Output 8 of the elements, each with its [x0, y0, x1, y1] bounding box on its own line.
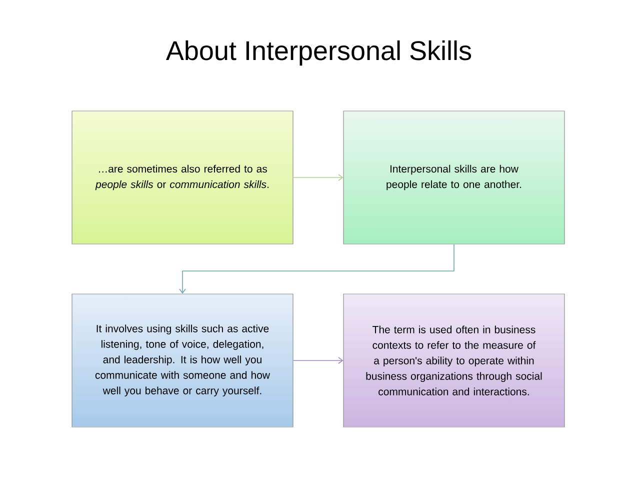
- text-box: The term is used often in business contexts to refer to the measure of a person's ability to operate within business organizations through social communication and interactions.: [343, 294, 565, 428]
- text-box: …are sometimes also referred to as people skills or communication skills.: [72, 110, 294, 244]
- title: About Interpersonal Skills: [166, 40, 472, 66]
- arrow: [292, 174, 344, 181]
- arrow: [179, 244, 454, 294]
- text-box: Interpersonal skills are how people relate to one another.: [343, 110, 565, 244]
- text-box: It involves using skills such as active listening, tone of voice, delegation, and leadership. It is how well you communicate with someone and how well you behave or carry yourself.: [72, 294, 294, 428]
- arrow: [292, 357, 344, 364]
